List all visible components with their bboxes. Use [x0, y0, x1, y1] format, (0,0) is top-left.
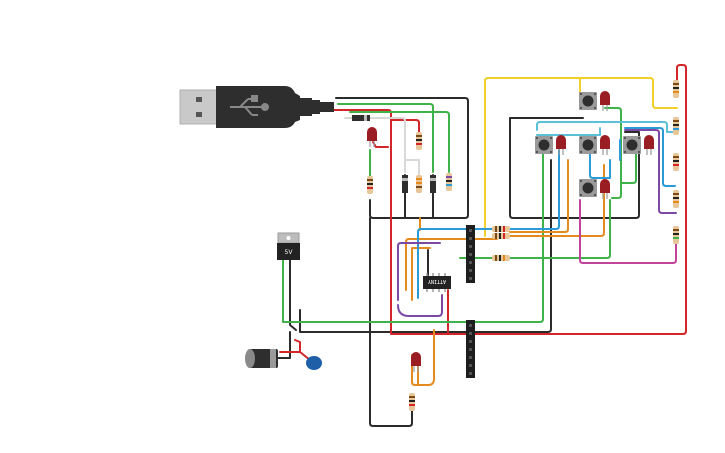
resistor [492, 226, 510, 232]
pin-header-top [466, 225, 475, 283]
chip-label: ATTINY [428, 278, 446, 284]
regulator-label: 5V [285, 249, 294, 256]
push-button [579, 92, 597, 110]
wire-green [620, 149, 637, 184]
ceramic-capacitor-body [306, 356, 322, 370]
usb-pin-hole [196, 97, 202, 102]
resistor [446, 173, 452, 191]
resistor [673, 226, 679, 244]
leds [367, 91, 654, 372]
resistor [673, 80, 679, 98]
wire-red [294, 339, 311, 361]
resistor [673, 117, 679, 135]
resistor [673, 153, 679, 171]
ceramic-capacitor [306, 356, 322, 370]
diode [402, 175, 408, 193]
wire-orange [411, 329, 435, 386]
wire-black [509, 117, 640, 219]
usb-strain-relief [312, 100, 320, 114]
push-button [579, 179, 597, 197]
wire-black [274, 331, 291, 359]
wire-yellow [484, 77, 678, 237]
regulator-hole [286, 236, 291, 240]
led [644, 135, 654, 155]
wire-white [404, 159, 420, 176]
wire-black [289, 257, 297, 331]
push-button [579, 136, 597, 154]
capacitor-stripe [270, 349, 276, 368]
resistor [673, 190, 679, 208]
wire-cyan [536, 127, 601, 136]
wire-purple [397, 242, 441, 301]
resistor [492, 233, 510, 239]
resistor [367, 176, 373, 194]
wire-orange [509, 164, 605, 237]
resistor [416, 132, 422, 150]
electrolytic-capacitor [245, 349, 278, 368]
wire-cyan [536, 121, 677, 133]
usb-plug [179, 86, 334, 128]
led [556, 135, 566, 155]
wires [274, 64, 687, 427]
wire-blue [417, 149, 560, 299]
resistor [492, 255, 510, 261]
wire-blue [589, 149, 611, 179]
resistors [367, 80, 679, 411]
push-button [623, 136, 641, 154]
wire-black [299, 159, 552, 333]
wire-orange [509, 159, 569, 233]
wire-magenta [579, 199, 677, 264]
wire-red [390, 119, 420, 133]
wire-green [349, 111, 450, 173]
wire-red [372, 141, 389, 148]
led [600, 91, 610, 111]
wire-orange [411, 247, 431, 301]
led [367, 127, 377, 147]
wire-green [282, 149, 544, 323]
wire-green [459, 199, 611, 259]
push-buttons [535, 92, 641, 197]
wire-orange [405, 238, 498, 291]
voltage-regulator: 5V [277, 232, 300, 260]
resistor [409, 393, 415, 411]
wire-green [337, 103, 434, 173]
usb-pin-hole [196, 112, 202, 117]
usb-cable-end [320, 102, 334, 112]
diodes [352, 115, 436, 193]
wire-black [369, 217, 413, 427]
usb-connector-metal [179, 89, 219, 125]
wire-purple [397, 294, 443, 317]
wire-blue [624, 127, 676, 187]
usb-strain-relief [300, 98, 312, 116]
regulator-body [277, 243, 300, 260]
led [411, 352, 421, 372]
diode [352, 115, 370, 121]
led [600, 135, 610, 155]
led [600, 179, 610, 199]
attiny-chip: ATTINY [423, 273, 451, 292]
pin-header-bottom [466, 320, 475, 378]
usb-logo-icon [230, 95, 269, 116]
wire-purple [624, 129, 677, 214]
wire-white [344, 117, 406, 173]
wire-black [335, 97, 469, 219]
diode [430, 175, 436, 193]
push-button [535, 136, 553, 154]
chip-body [423, 276, 451, 289]
resistor [416, 175, 422, 193]
capacitor-top [245, 349, 255, 368]
